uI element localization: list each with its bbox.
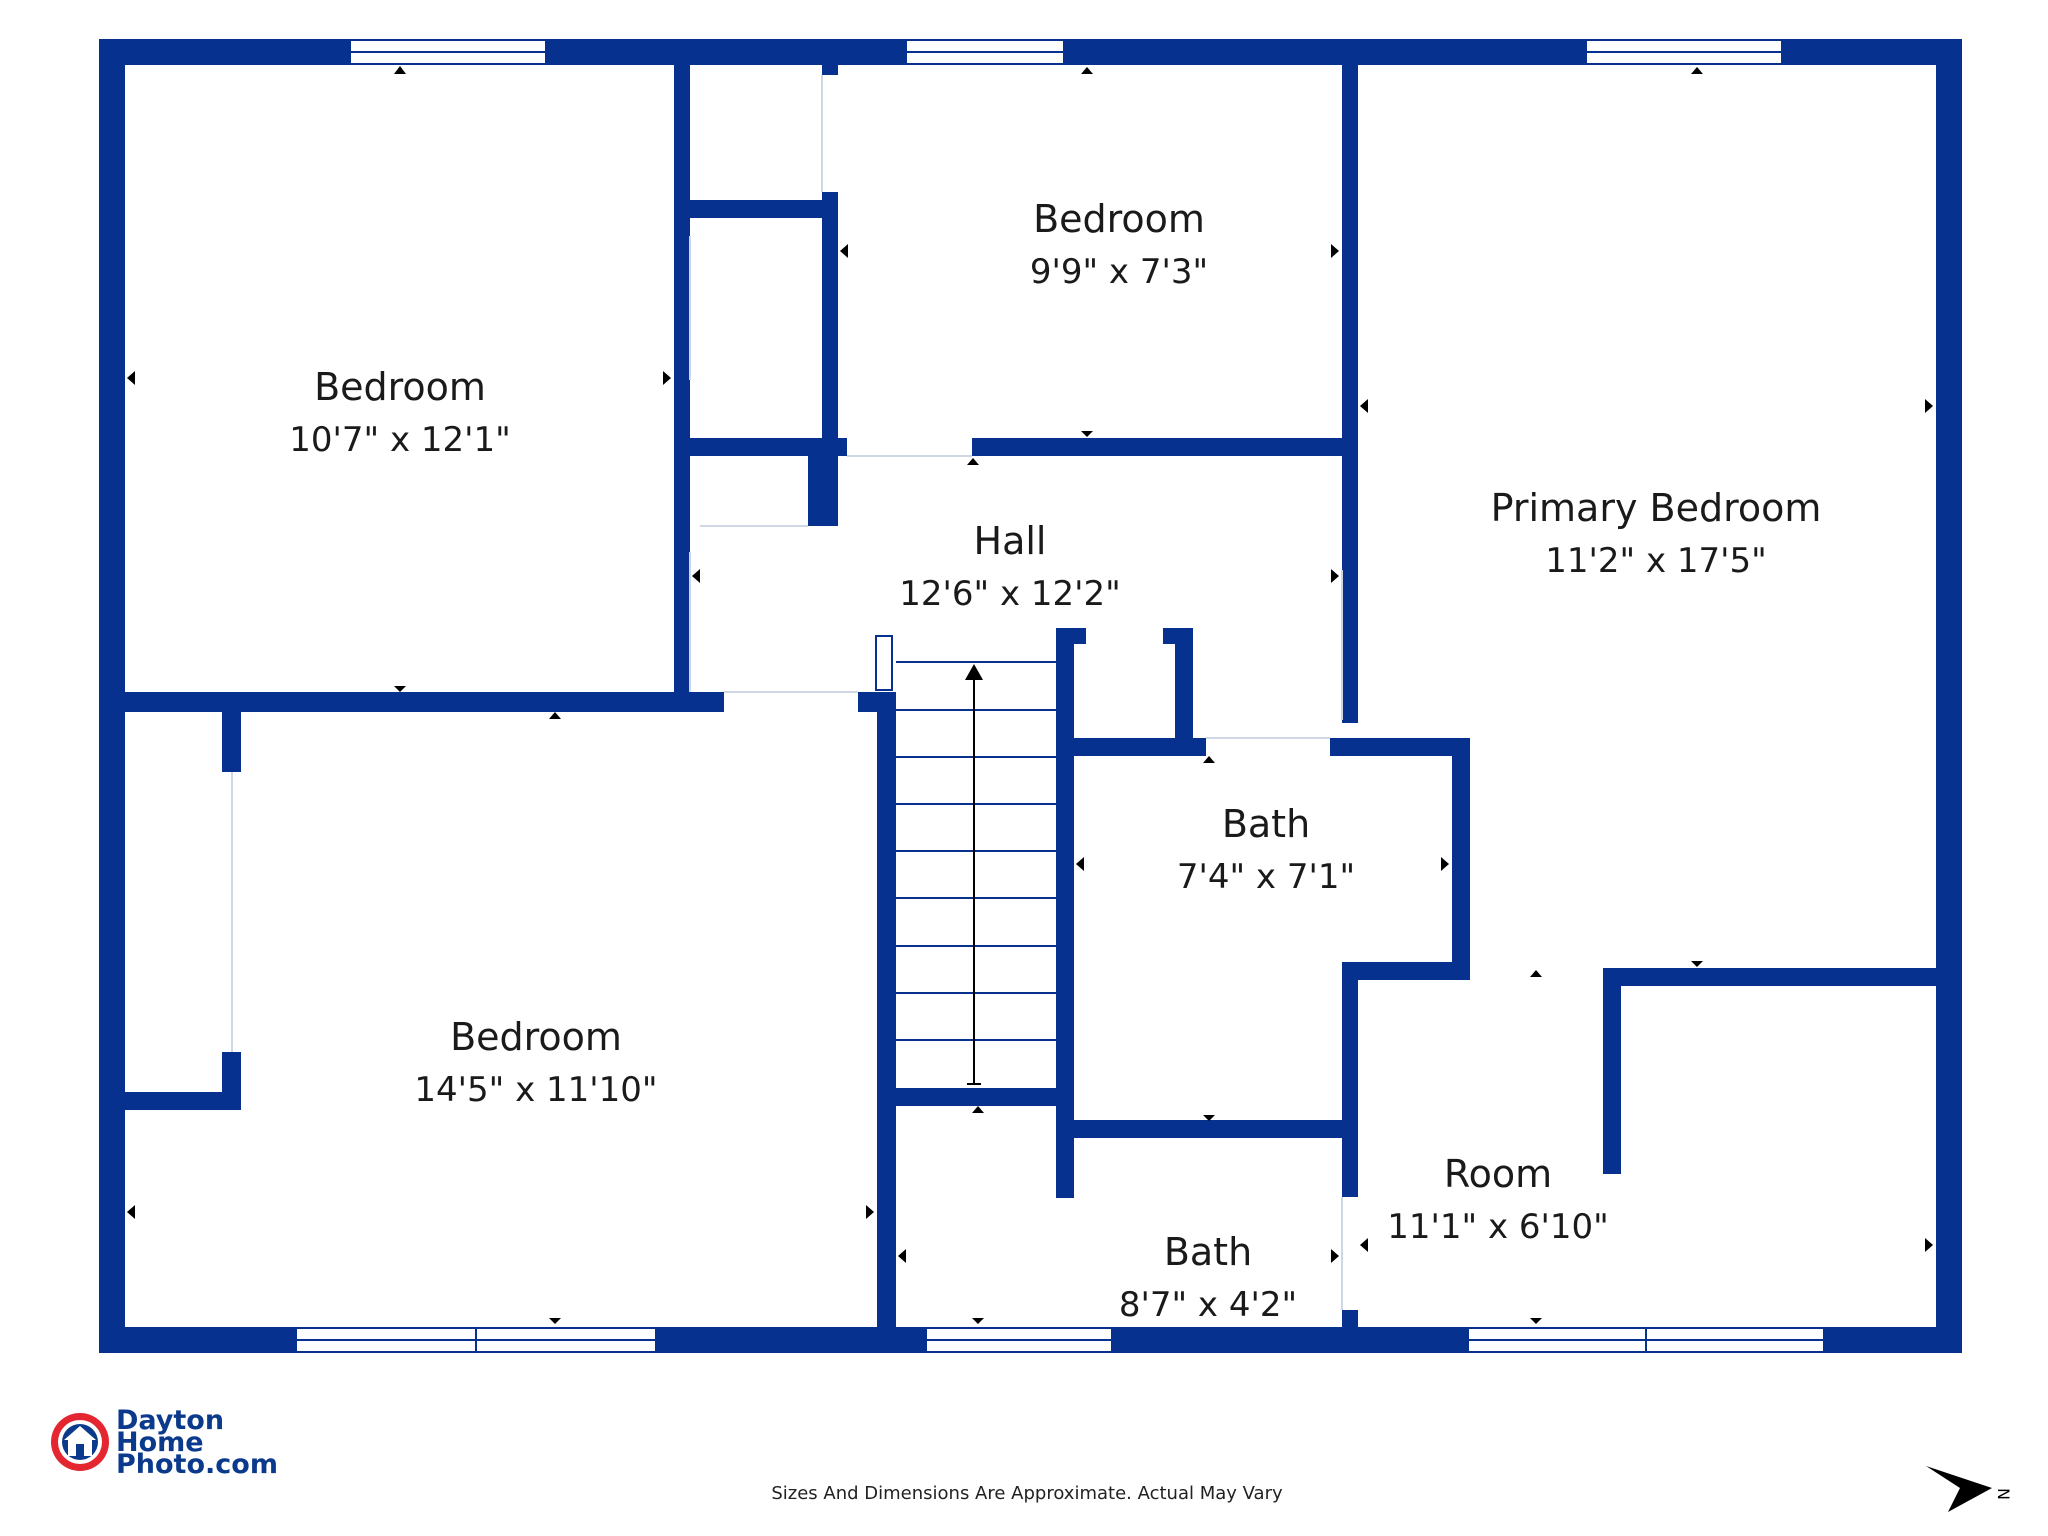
room-bedroom-1: Bedroom 10'7" x 12'1" bbox=[289, 365, 511, 460]
room-name: Hall bbox=[974, 519, 1047, 563]
room-name: Bedroom bbox=[314, 365, 486, 409]
stair-direction-arrow bbox=[965, 664, 983, 1085]
openings bbox=[231, 75, 1343, 1310]
room-dimensions: 11'1" x 6'10" bbox=[1387, 1207, 1609, 1247]
room-bedroom-3: Bedroom 14'5" x 11'10" bbox=[414, 1015, 657, 1110]
room-name: Bath bbox=[1222, 802, 1310, 846]
room-name: Bedroom bbox=[1033, 197, 1205, 241]
room-name: Bedroom bbox=[450, 1015, 622, 1059]
room-bedroom-2: Bedroom 9'9" x 7'3" bbox=[1030, 197, 1208, 292]
logo-line-1: Dayton bbox=[116, 1405, 224, 1436]
north-arrow-icon: N bbox=[1926, 1466, 2013, 1512]
room-bath-2: Bath 8'7" x 4'2" bbox=[1119, 1230, 1297, 1325]
room-name: Bath bbox=[1164, 1230, 1252, 1274]
room-dimensions: 7'4" x 7'1" bbox=[1177, 857, 1355, 897]
room-name: Room bbox=[1444, 1152, 1552, 1196]
room-dimensions: 14'5" x 11'10" bbox=[414, 1070, 657, 1110]
staircase bbox=[896, 661, 1056, 1041]
room-primary-bedroom: Primary Bedroom 11'2" x 17'5" bbox=[1491, 486, 1822, 581]
windows bbox=[295, 39, 1825, 1353]
room-dimensions: 12'6" x 12'2" bbox=[899, 574, 1121, 614]
room-dimensions: 8'7" x 4'2" bbox=[1119, 1285, 1297, 1325]
stair-post bbox=[875, 635, 893, 691]
room-bath-1: Bath 7'4" x 7'1" bbox=[1177, 802, 1355, 897]
room-name: Primary Bedroom bbox=[1491, 486, 1822, 530]
north-label: N bbox=[1994, 1488, 2013, 1500]
room-room: Room 11'1" x 6'10" bbox=[1387, 1152, 1609, 1247]
room-hall: Hall 12'6" x 12'2" bbox=[899, 519, 1121, 614]
walls bbox=[99, 39, 1962, 1353]
logo-line-2: Home bbox=[116, 1427, 204, 1458]
disclaimer-text: Sizes And Dimensions Are Approximate. Ac… bbox=[771, 1483, 1283, 1504]
logo-line-3: Photo.com bbox=[116, 1449, 278, 1480]
dimension-markers bbox=[127, 66, 1933, 1324]
house-camera-icon bbox=[51, 1413, 109, 1471]
room-dimensions: 10'7" x 12'1" bbox=[289, 420, 511, 460]
room-dimensions: 11'2" x 17'5" bbox=[1545, 541, 1767, 581]
company-logo: Dayton Home Photo.com bbox=[51, 1405, 278, 1480]
room-dimensions: 9'9" x 7'3" bbox=[1030, 252, 1208, 292]
